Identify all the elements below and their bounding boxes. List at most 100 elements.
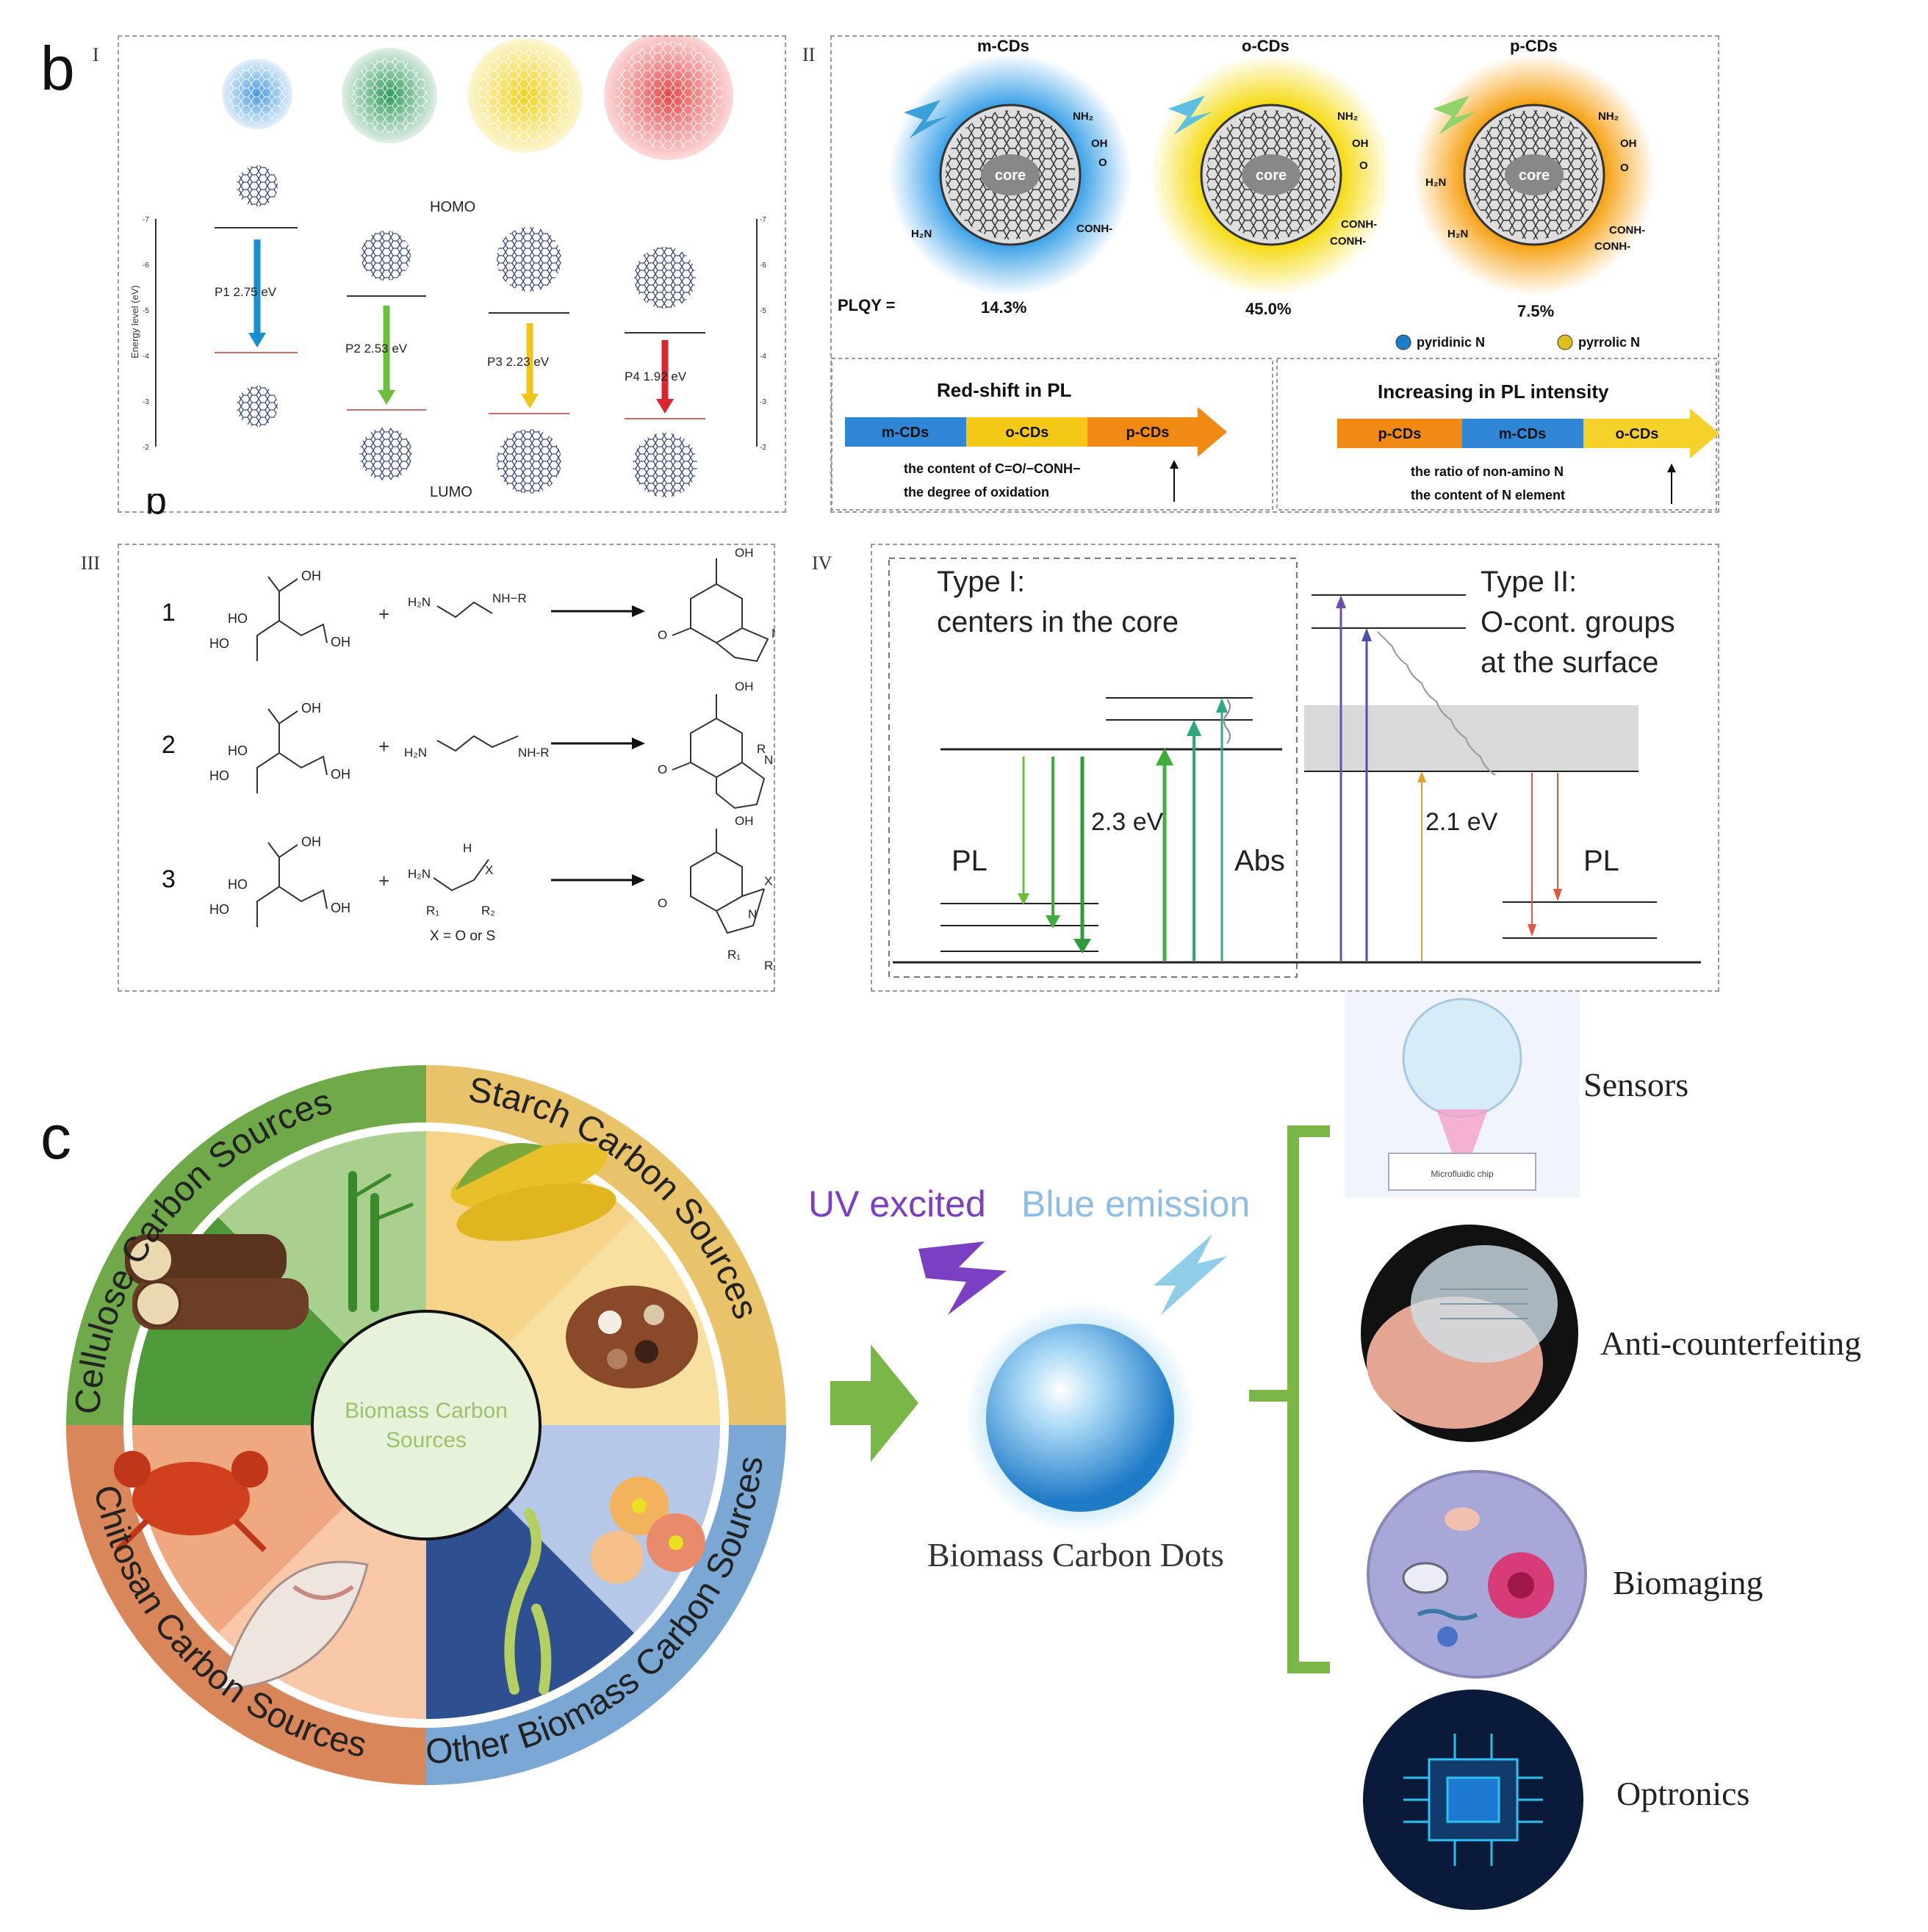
bamboo-icon [348,1171,414,1312]
citric-acid-structures [256,576,328,927]
app-anti-counterfeiting: Anti-counterfeiting [1600,1324,1862,1362]
svg-text:H₂N: H₂N [1425,176,1446,189]
title-p-cds: p-CDs [1510,37,1558,55]
abs-arrows [1156,698,1228,961]
svg-text:+: + [378,870,389,892]
roman-II: II [802,44,816,65]
svg-text:-6: -6 [143,262,149,270]
redshift-bar: m-CDs o-CDs p-CDs [845,407,1227,457]
energy-mechanism-diagram: Type I: centers in the core Type II: O-c… [888,558,1701,978]
svg-text:+: + [378,735,389,757]
shell-icon [218,1560,369,1691]
process-arrow-icon [830,1344,918,1462]
svg-text:o-CDs: o-CDs [1006,425,1049,441]
svg-text:R₂: R₂ [764,959,775,973]
type2-arrows [1336,595,1562,961]
pl-arrows-left [1018,757,1091,954]
uv-excited-text: UV excited [808,1183,986,1225]
svg-text:X: X [485,863,493,877]
panel-IV [871,544,1719,992]
excitation-bolt-icons [904,95,1477,138]
anti-counterfeit-image [1361,1225,1578,1442]
svg-text:R₁: R₁ [426,904,439,918]
svg-text:NH-R: NH-R [518,746,550,760]
panel-I [118,35,786,513]
svg-text:X: X [764,874,772,888]
abs-label: Abs [1234,845,1285,877]
type1-line1: Type I: [937,566,1025,598]
crab-icon [114,1451,268,1552]
svg-text:O: O [1098,156,1107,169]
svg-text:H: H [463,841,472,855]
panel-letter-b: b [40,34,75,103]
title-m-cds: m-CDs [977,37,1029,55]
homo-label: HOMO [430,199,475,215]
svg-text:-7: -7 [143,216,149,224]
svg-text:O: O [658,763,667,776]
transition-arrows [248,239,674,414]
m-cds-particle: core [889,54,1132,296]
svg-text:core: core [1256,167,1287,184]
svg-text:OH: OH [331,901,350,915]
svg-text:R₂: R₂ [481,904,495,918]
svg-text:p-CDs: p-CDs [1378,426,1422,442]
carbon-dot-sphere [964,1302,1196,1534]
type2-line1: Type II: [1481,566,1577,598]
plqy-m: 14.3% [981,298,1026,317]
beans-icon [566,1286,698,1388]
pl-label-left: PL [952,845,988,877]
cell-image [1367,1470,1587,1679]
plqy-label: PLQY = [838,296,895,314]
svg-text:OH: OH [301,569,321,583]
axis-label: Energy level (eV) [129,285,140,358]
svg-text:H₂N: H₂N [911,228,932,240]
svg-text:-4: -4 [143,353,149,361]
type2-line3: at the surface [1481,646,1658,679]
svg-text:pyridinic N: pyridinic N [1417,335,1485,350]
svg-text:OH: OH [735,814,754,828]
panel-letter-c: c [40,1103,71,1172]
svg-text:-3: -3 [760,398,766,406]
app-biomaging: Biomaging [1613,1564,1763,1601]
carbon-dots-label: Biomass Carbon Dots [927,1536,1224,1574]
carbon-dot-blue [222,59,292,129]
app-sensors: Sensors [1583,1066,1689,1103]
pl-label-right: PL [1583,845,1619,877]
type2-line2: O-cont. groups [1481,606,1675,638]
svg-text:-5: -5 [760,307,766,315]
blue-emission-text: Blue emission [1021,1183,1251,1225]
svg-text:-2: -2 [760,444,766,452]
energy-2-3: 2.3 eV [1091,808,1164,836]
bolt-icons [918,1234,1227,1315]
transition-label-3: P3 2.23 eV [487,355,550,369]
svg-text:Microfluidic chip: Microfluidic chip [1431,1169,1494,1179]
svg-text:p-CDs: p-CDs [1126,425,1170,441]
svg-text:pyrrolic N: pyrrolic N [1578,335,1640,350]
reaction-1-number: 1 [162,599,176,627]
x-note: X = O or S [430,929,495,944]
svg-text:-3: -3 [143,398,149,406]
svg-text:-5: -5 [143,307,149,315]
roman-I: I [93,44,99,65]
svg-text:N: N [748,907,757,921]
svg-text:CONH-: CONH- [1076,223,1112,235]
p-cds-particle: core [1413,54,1655,296]
svg-text:-4: -4 [760,353,766,361]
svg-text:OH: OH [1620,137,1637,150]
cds-structures: m-CDs o-CDs p-CDs core core core NH₂OHOC… [831,37,1719,511]
svg-text:OH: OH [1352,137,1369,150]
svg-text:H₂N: H₂N [408,867,431,881]
molecule-orbitals [237,165,697,497]
svg-text:H₂N: H₂N [408,595,431,609]
svg-text:H₂N: H₂N [404,746,427,760]
center-line-2: Sources [386,1428,467,1452]
svg-text:O: O [1620,162,1629,174]
legend: pyridinic N pyrrolic N [1395,334,1640,350]
intensity-note-1: the ratio of non-amino N [1411,464,1564,479]
svg-text:R: R [757,742,766,756]
carbon-dot-yellow [468,38,583,153]
panel-III [118,544,775,992]
carbon-dot-green [342,48,437,143]
lumo-label: LUMO [430,484,472,500]
